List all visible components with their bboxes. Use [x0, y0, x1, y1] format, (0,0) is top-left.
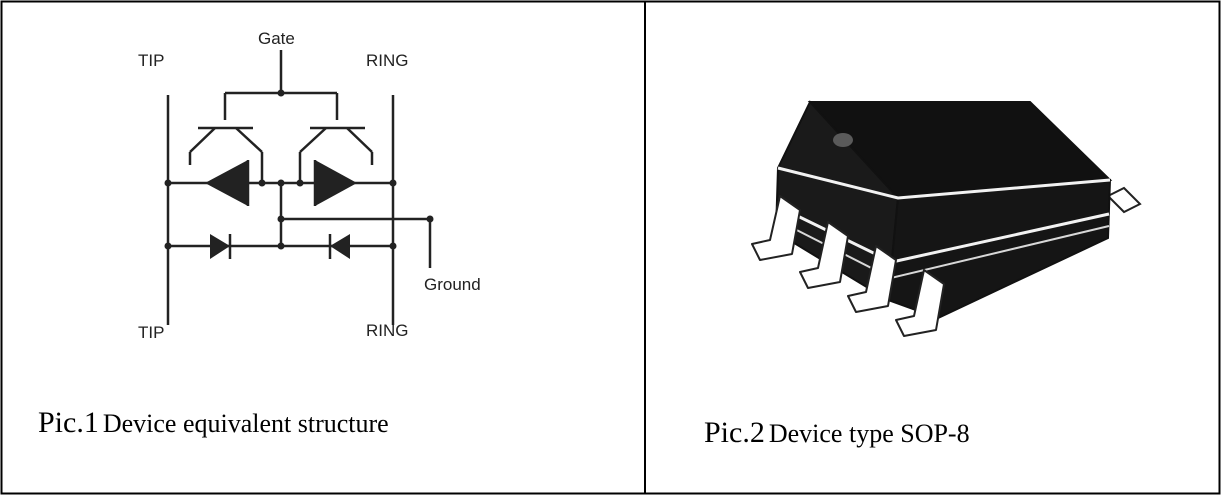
junction-dot — [164, 242, 172, 250]
junction-dot — [164, 179, 172, 187]
pic1-caption: Pic.1 Device equivalent structure — [38, 406, 389, 440]
tip-top-label: TIP — [138, 51, 164, 70]
front-pin-1 — [751, 195, 801, 261]
left-diode-triangle — [210, 234, 230, 259]
pin1-marker — [833, 133, 853, 147]
front-pin-2 — [799, 221, 849, 289]
equivalent-circuit-diagram — [166, 50, 432, 325]
junction-dot — [277, 242, 285, 250]
junction-dot — [277, 179, 285, 187]
right-transistor-emitter — [346, 127, 373, 153]
tip-bottom-label: TIP — [138, 323, 164, 342]
junction-dot — [296, 179, 304, 187]
pic2-caption: Pic.2 Device type SOP-8 — [704, 416, 970, 450]
gate-label: Gate — [258, 29, 295, 48]
pic2-caption-prefix: Pic.2 — [704, 416, 765, 449]
left-transistor-collector — [235, 127, 263, 153]
junction-dot — [389, 242, 397, 250]
junction-dot — [277, 215, 285, 223]
package-top-edge — [777, 166, 1111, 200]
front-pin-4 — [895, 269, 945, 337]
junction-dot — [389, 179, 397, 187]
pic1-caption-text: Device equivalent structure — [102, 409, 389, 438]
ring-bottom-label: RING — [366, 321, 409, 340]
junction-dot — [258, 179, 266, 187]
pic2-caption-text: Device type SOP-8 — [768, 419, 970, 448]
ground-label: Ground — [424, 275, 481, 294]
back-pin — [1106, 186, 1142, 214]
pic1-caption-prefix: Pic.1 — [38, 406, 99, 439]
right-transistor-collector — [299, 127, 327, 153]
sop8-package-illustration — [751, 100, 1142, 337]
right-thyristor-triangle — [315, 160, 357, 206]
junction-dot — [277, 89, 285, 97]
right-diode-triangle — [330, 234, 350, 259]
circuit-symbols — [164, 89, 434, 259]
left-thyristor-triangle — [205, 160, 248, 206]
front-pin-3 — [847, 245, 897, 313]
ring-top-label: RING — [366, 51, 409, 70]
left-transistor-emitter — [189, 127, 216, 153]
junction-dot — [426, 215, 434, 223]
